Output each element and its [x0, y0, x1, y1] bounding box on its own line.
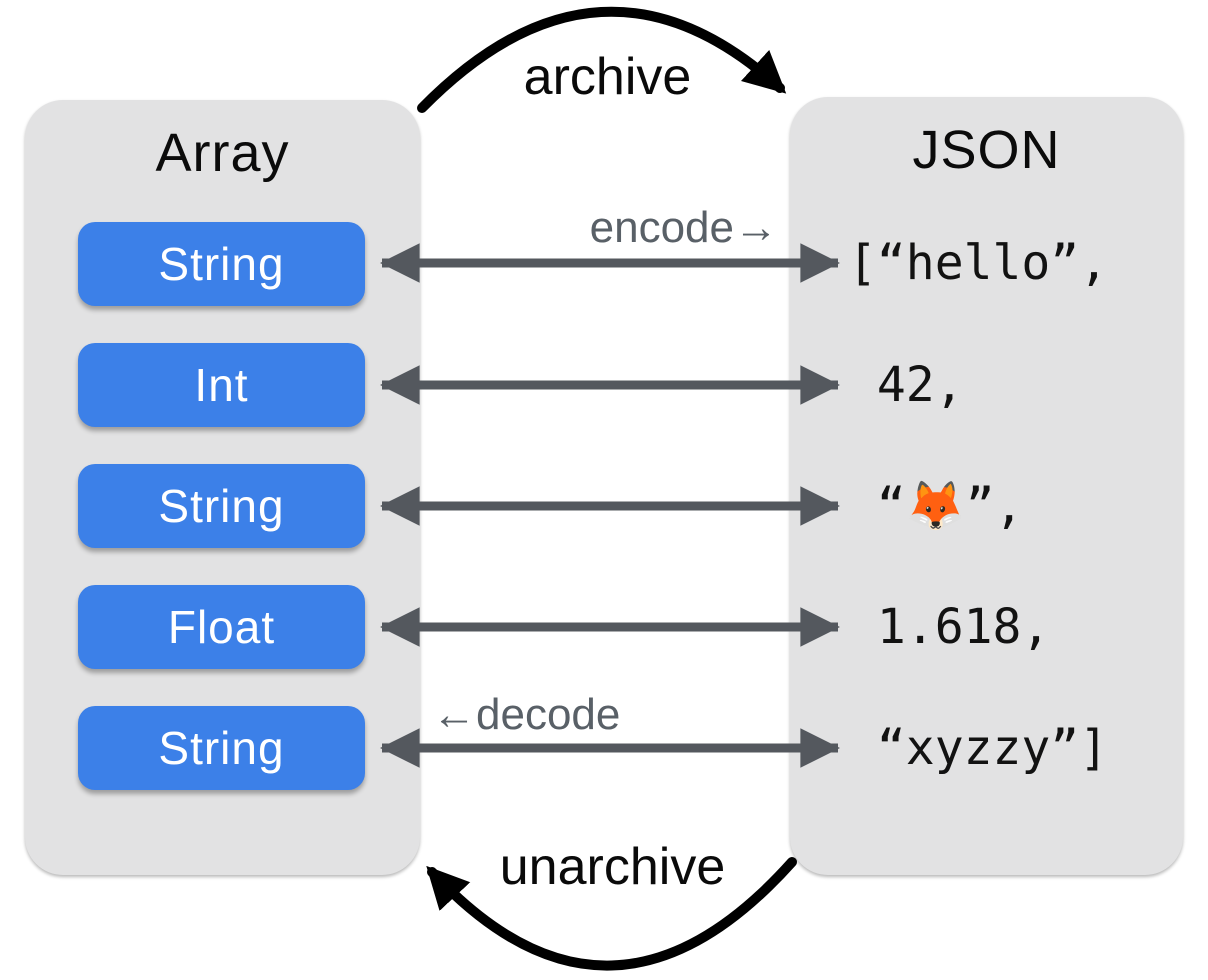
array-item-string-2: String	[78, 464, 365, 548]
unarchive-label: unarchive	[499, 838, 726, 896]
json-panel: JSON [“hello”, 42, “🦊”, 1.618, “xyzzy”]	[790, 97, 1183, 875]
json-line-xyzzy: “xyzzy”]	[848, 720, 1109, 776]
array-item-string-1: String	[78, 222, 365, 306]
array-item-float: Float	[78, 585, 365, 669]
array-panel-title: Array	[155, 123, 290, 183]
encode-label: encode→	[589, 203, 778, 252]
array-item-int: Int	[78, 343, 365, 427]
array-panel: Array String Int String Float String	[25, 100, 420, 875]
json-line-fox: “🦊”,	[848, 478, 1024, 534]
json-line-hello: [“hello”,	[848, 235, 1109, 291]
archive-label: archive	[523, 48, 692, 106]
json-panel-title: JSON	[912, 120, 1061, 180]
json-line-42: 42,	[848, 357, 964, 413]
json-line-1618: 1.618,	[848, 599, 1051, 655]
array-item-string-3: String	[78, 706, 365, 790]
decode-label: ←decode	[432, 690, 621, 739]
